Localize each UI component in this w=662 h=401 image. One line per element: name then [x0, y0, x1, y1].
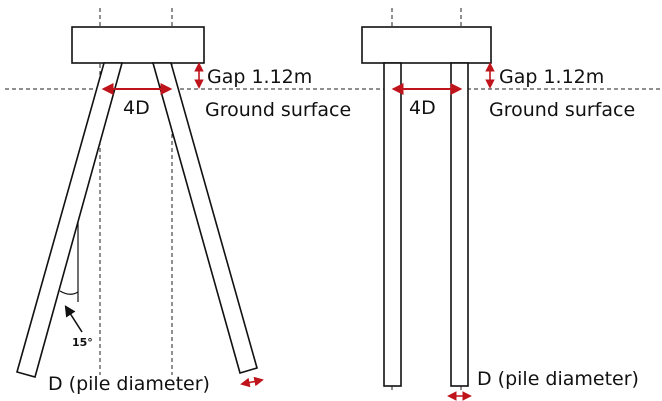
left-diameter-label: D (pile diameter) — [48, 373, 210, 395]
right-spacing-label: 4D — [409, 97, 436, 119]
right-vertical-pile-2 — [450, 62, 469, 387]
left-pile-group: Gap 1.12m 4D Ground surface 15° D (pile … — [16, 8, 351, 395]
angle-label: 15° — [72, 336, 93, 349]
right-inclined-pile — [151, 62, 258, 374]
left-diameter-arrow — [240, 376, 264, 388]
left-inclined-pile — [16, 62, 124, 378]
right-pile-cap — [361, 26, 492, 64]
left-gap-label: Gap 1.12m — [207, 66, 312, 88]
left-spacing-label: 4D — [123, 97, 150, 119]
right-pile-group: Gap 1.12m 4D Ground surface D (pile diam… — [361, 8, 639, 401]
right-diameter-label: D (pile diameter) — [477, 368, 639, 390]
left-ground-label: Ground surface — [205, 99, 351, 121]
angle-pointer-arrow — [64, 305, 83, 333]
right-vertical-pile-1 — [383, 62, 402, 387]
right-gap-label: Gap 1.12m — [499, 66, 604, 88]
left-pile-cap — [71, 26, 205, 64]
angle-arc — [59, 290, 79, 295]
right-ground-label: Ground surface — [489, 99, 635, 121]
